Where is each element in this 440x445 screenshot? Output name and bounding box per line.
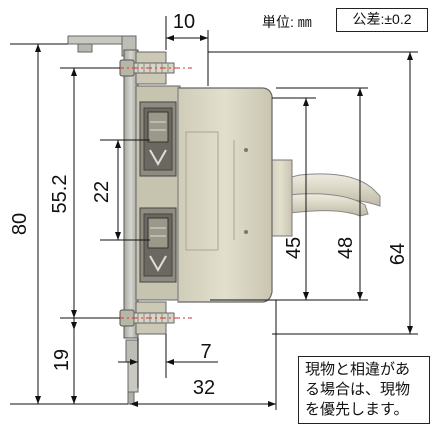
usb-port-top <box>139 101 177 177</box>
dim-32-label: 32 <box>193 377 215 399</box>
bracket-foot <box>127 361 139 393</box>
arrowheads <box>35 35 413 407</box>
dim-22-label: 22 <box>91 181 113 203</box>
dim-64-label: 64 <box>387 243 409 265</box>
dim-45-label: 45 <box>283 237 305 259</box>
dim-48-label: 48 <box>335 237 357 259</box>
dim-19-label: 19 <box>51 349 73 371</box>
note-box: 現物と相違があ る場合は、現物 を優先します。 <box>298 356 430 424</box>
unit-label: 単位: ㎜ <box>262 14 312 30</box>
dim-55-2-label: 55.2 <box>49 175 71 214</box>
usb-port-bottom <box>139 207 177 283</box>
bracket <box>67 35 167 405</box>
centerlines <box>118 67 192 319</box>
housing <box>177 87 273 303</box>
dimension-lines <box>10 16 418 410</box>
tolerance-box: 公差:±0.2 <box>336 8 428 32</box>
dim-80-label: 80 <box>9 213 31 235</box>
dim-10-label: 10 <box>173 11 195 33</box>
cable <box>267 159 381 237</box>
dim-7-label: 7 <box>200 341 211 363</box>
bracket-top-lip <box>67 35 131 45</box>
